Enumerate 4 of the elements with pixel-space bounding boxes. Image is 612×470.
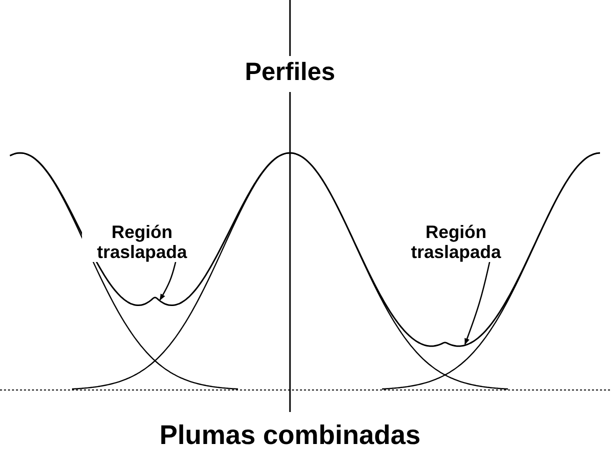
leader-arrow — [464, 262, 490, 345]
title: Perfiles — [244, 58, 336, 87]
caption: Plumas combinadas — [158, 420, 422, 451]
leader-arrow — [159, 262, 176, 301]
